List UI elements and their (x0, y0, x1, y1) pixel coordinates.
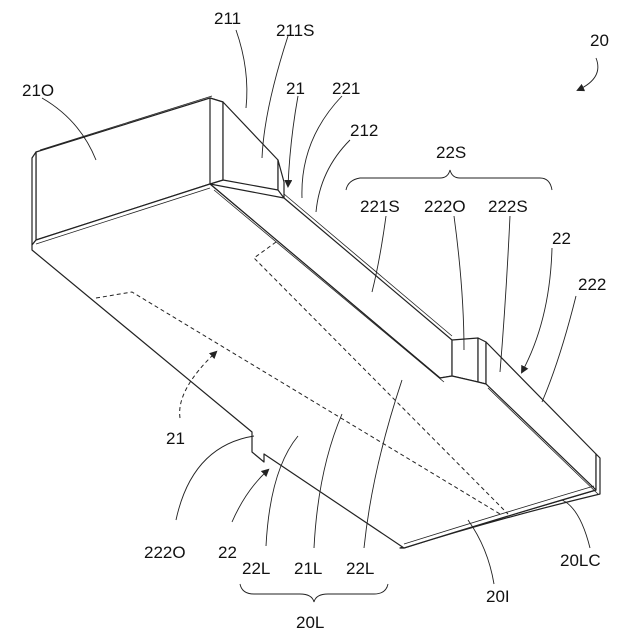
ridge-212 (278, 160, 284, 198)
label-211: 211 (214, 9, 241, 28)
label-222: 222 (578, 275, 606, 294)
label-20lc: 20LC (560, 551, 601, 570)
label-fig-20: 20 (590, 31, 609, 50)
leader-22-bottom (232, 470, 268, 522)
label-211s: 211S (276, 21, 314, 40)
front-face-211 (210, 98, 223, 184)
label-21-left: 21 (166, 429, 185, 448)
leader-22-right (522, 248, 552, 372)
label-222o-top: 222O (424, 197, 466, 216)
leader-211s (262, 36, 288, 158)
label-21l: 21L (294, 559, 322, 578)
leader-212 (316, 140, 350, 212)
label-22l-a: 22L (242, 559, 270, 578)
leader-21-top (288, 96, 298, 186)
bracket-20l (240, 584, 388, 602)
label-20i: 20I (486, 587, 510, 606)
leader-20 (578, 58, 598, 90)
label-22-bottom: 22 (218, 543, 237, 562)
leader-222o-bottom (176, 436, 254, 520)
leader-211 (236, 30, 247, 108)
label-222o-bottom: 222O (144, 543, 186, 562)
label-212: 212 (350, 121, 378, 140)
end-face (32, 152, 36, 245)
bracket-22s (346, 170, 552, 190)
label-22l-b: 22L (346, 559, 374, 578)
step-face-211s (223, 102, 278, 190)
leader-222s (500, 216, 510, 372)
notch-222o-top (452, 338, 478, 382)
leader-20i (468, 520, 494, 584)
label-22s: 22S (436, 143, 466, 162)
leader-222 (542, 296, 576, 402)
label-221s: 221S (360, 197, 400, 216)
face-222s (478, 338, 486, 384)
label-20l: 20L (296, 613, 324, 632)
leader-221 (302, 96, 342, 198)
leader-222o-top (454, 216, 464, 350)
label-21-top: 21 (286, 79, 305, 98)
label-22-right: 22 (552, 229, 571, 248)
label-222s: 222S (488, 197, 528, 216)
label-221: 221 (332, 79, 360, 98)
component-body (32, 96, 600, 548)
label-21o: 21O (22, 81, 54, 100)
leader-20lc (562, 500, 590, 548)
